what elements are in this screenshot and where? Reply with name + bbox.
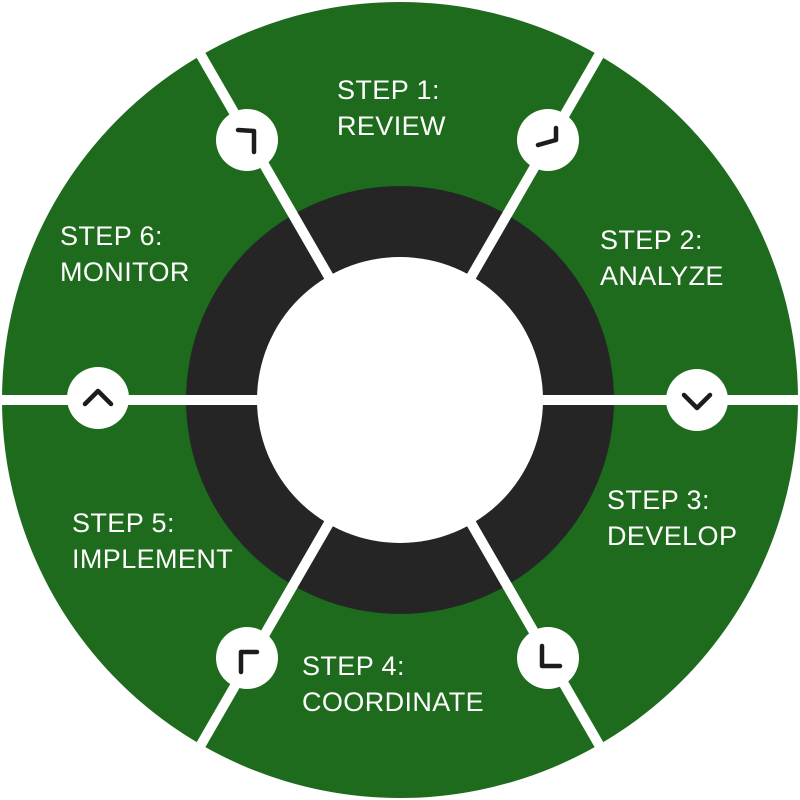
step-4-number: STEP 4: [302, 651, 405, 681]
arrow-badge-circle [517, 627, 579, 689]
chevron-down-icon [681, 392, 713, 411]
arrow-badge [67, 367, 129, 429]
step-2-label: STEP 2: ANALYZE [600, 225, 724, 291]
step-4-name: COORDINATE [302, 687, 484, 717]
arrow-badge-circle [67, 367, 129, 429]
chevron-down-left-icon [535, 125, 559, 148]
chevron-up-icon [82, 388, 114, 407]
step-2-number: STEP 2: [600, 225, 703, 255]
arrow-badge-circle [216, 627, 278, 689]
center-circle [257, 257, 543, 543]
chevron-up-right-icon [238, 649, 260, 675]
step-3-name: DEVELOP [607, 521, 737, 551]
chevron-up-left-icon [539, 643, 563, 669]
step-3-number: STEP 3: [607, 485, 710, 515]
step-6-label: STEP 6: MONITOR [60, 221, 190, 287]
chevron-down-right-icon [235, 127, 257, 155]
step-4-label: STEP 4: COORDINATE [302, 651, 484, 717]
arrow-badge [216, 109, 278, 171]
step-1-label: STEP 1: REVIEW [337, 75, 446, 141]
arrow-badge [517, 627, 579, 689]
step-labels: STEP 1: REVIEW STEP 2: ANALYZE STEP 3: DEVELO… [60, 75, 737, 717]
arrow-badge [216, 627, 278, 689]
cycle-arrows [67, 109, 728, 689]
step-3-label: STEP 3: DEVELOP [607, 485, 737, 551]
step-2-name: ANALYZE [600, 261, 724, 291]
step-1-name: REVIEW [337, 111, 446, 141]
arrow-badge-circle [216, 109, 278, 171]
arrow-badge [666, 369, 728, 431]
arrow-badge-circle [666, 369, 728, 431]
step-5-label: STEP 5: IMPLEMENT [72, 508, 233, 574]
step-1-number: STEP 1: [337, 75, 440, 105]
step-5-name: IMPLEMENT [72, 544, 233, 574]
step-6-name: MONITOR [60, 257, 190, 287]
step-6-number: STEP 6: [60, 221, 163, 251]
step-5-number: STEP 5: [72, 508, 175, 538]
arrow-badge [517, 109, 579, 171]
